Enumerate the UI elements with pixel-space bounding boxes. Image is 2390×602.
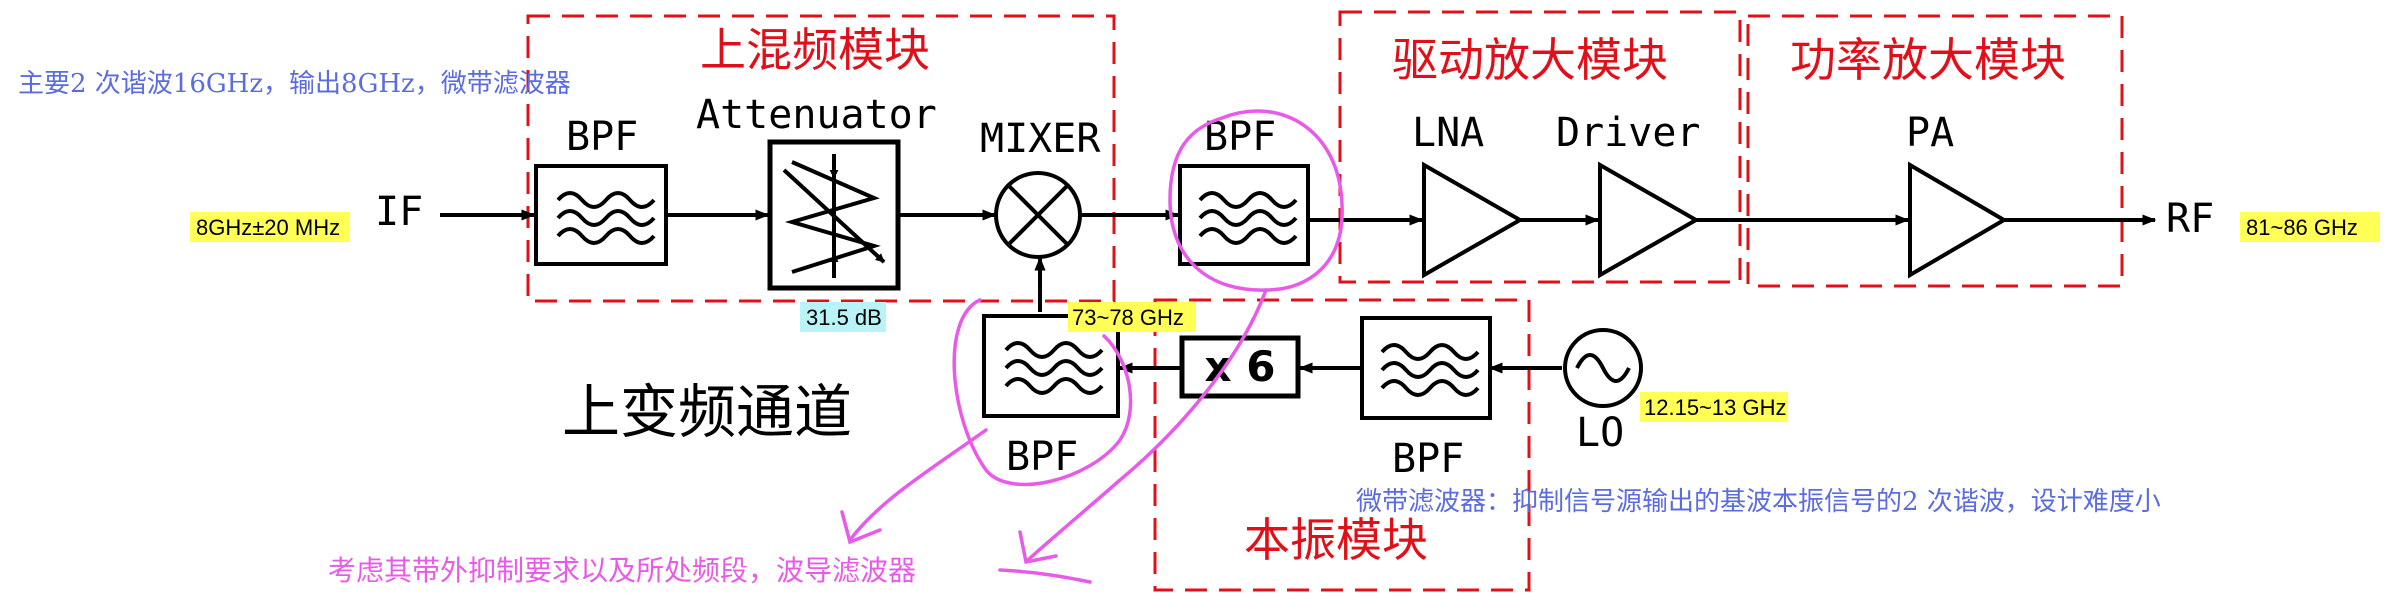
note-arrowhead-left xyxy=(840,510,882,545)
bpf3-block xyxy=(1360,316,1492,420)
bpf2-circle-mark xyxy=(1168,109,1344,292)
local-osc-module-title: 本振模块 xyxy=(1244,513,1428,567)
driver-label: Driver xyxy=(1556,110,1701,156)
lo-source xyxy=(1563,328,1643,408)
attenuation-tag: 31.5 dB xyxy=(806,305,882,330)
mixer-block xyxy=(994,171,1082,259)
driver-amplifier-icon xyxy=(1598,161,1701,279)
mixer-lo-freq-tag: 73~78 GHz xyxy=(1072,305,1184,330)
channel-title: 上变频通道 xyxy=(562,378,852,446)
value-tags: 8GHz±20 MHz 81~86 GHz 31.5 dB 73~78 GHz … xyxy=(190,212,2380,422)
module-frames xyxy=(526,10,2124,592)
multiplier-label: x 6 xyxy=(1205,342,1276,391)
up-mixer-module-title: 上混频模块 xyxy=(700,23,930,77)
bpf1-filter-icon xyxy=(556,191,656,245)
bpf3-filter-icon xyxy=(1380,343,1480,397)
bpf2-filter-icon xyxy=(1198,191,1298,245)
bpf4-filter-icon xyxy=(1004,341,1104,395)
attenuator-icon xyxy=(782,154,886,278)
rf-freq-highlight xyxy=(2240,212,2380,242)
lo-freq-highlight xyxy=(1640,392,1788,422)
signal-path xyxy=(440,209,2157,374)
bpf1-label: BPF xyxy=(566,114,638,160)
sine-wave-icon xyxy=(1575,353,1631,383)
if-port-label: IF xyxy=(375,189,423,235)
driver-amp-module-frame xyxy=(1338,10,1742,284)
attenuator-block xyxy=(767,139,901,291)
driver-amp-module-title: 驱动放大模块 xyxy=(1392,33,1668,87)
bpf3-label: BPF xyxy=(1392,436,1464,482)
note-arrowhead-right xyxy=(1018,530,1058,565)
lna-amplifier-icon xyxy=(1422,161,1525,279)
mixer-label: MIXER xyxy=(980,116,1101,162)
multiplier-block: x 6 xyxy=(1179,335,1301,399)
rf-port-label: RF xyxy=(2166,196,2214,242)
bpf4-block xyxy=(982,314,1120,418)
attenuator-label: Attenuator xyxy=(696,92,937,138)
mixer-cross-icon xyxy=(1006,183,1070,247)
microstrip-note: 微带滤波器：抑制信号源输出的基波本振信号的2 次谐波，设计难度小 xyxy=(1356,487,2161,517)
magenta-annotations xyxy=(840,109,1344,584)
if-freq-tag: 8GHz±20 MHz xyxy=(196,215,340,240)
pa-amplifier-icon xyxy=(1908,161,2008,279)
power-amp-module-frame xyxy=(1746,14,2124,288)
power-amp-module-title: 功率放大模块 xyxy=(1790,33,2066,87)
bpf4-label: BPF xyxy=(1006,434,1078,480)
bpf4-circle-mark xyxy=(952,298,1133,487)
bpf2-block xyxy=(1178,164,1310,266)
if-freq-highlight xyxy=(190,212,350,242)
bpf1-block xyxy=(534,164,668,266)
lna-label: LNA xyxy=(1412,110,1484,156)
local-osc-module-frame xyxy=(1153,298,1531,592)
rf-freq-tag: 81~86 GHz xyxy=(2246,215,2358,240)
harmonic-note: 主要2 次谐波16GHz，输出8GHz，微带滤波器 xyxy=(18,69,571,99)
pa-label: PA xyxy=(1906,110,1954,156)
attenuation-highlight xyxy=(800,302,886,332)
mixer-lo-freq-highlight xyxy=(1068,302,1196,332)
underline-stroke xyxy=(998,568,1092,584)
bpf4-to-note-stroke xyxy=(848,428,988,542)
lo-label: LO xyxy=(1576,410,1624,456)
up-mixer-module-frame xyxy=(526,14,1116,303)
lo-freq-tag: 12.15~13 GHz xyxy=(1644,395,1786,420)
waveguide-note: 考虑其带外抑制要求以及所处频段，波导滤波器 xyxy=(328,554,916,587)
bpf2-to-note-stroke xyxy=(1026,288,1268,562)
